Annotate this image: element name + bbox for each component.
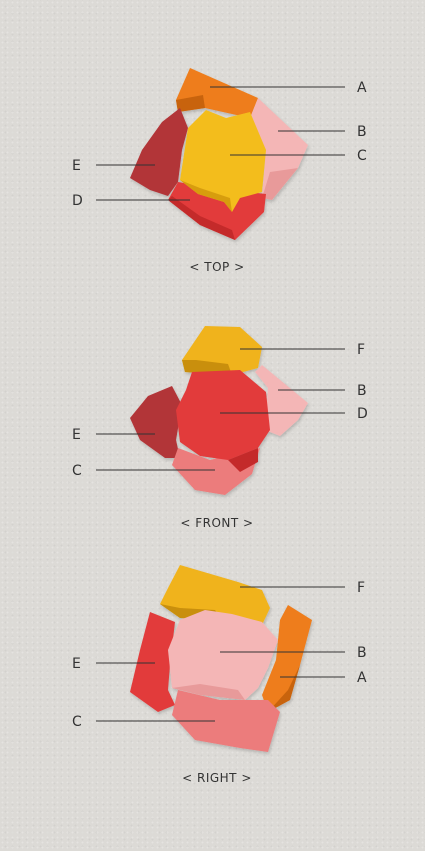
piece-e [130,386,182,458]
piece-d [176,370,270,460]
front-view: F B D E C < FRONT > [72,326,368,530]
label-e: E [72,158,81,174]
label-f: F [357,342,365,358]
top-view-puzzle [130,68,308,240]
label-d: D [357,406,368,422]
label-b: B [357,124,367,140]
top-view: A B C E D < TOP > [72,68,367,274]
piece-a [176,68,258,118]
label-b: B [357,645,367,661]
right-view: F B A E C < RIGHT > [72,565,367,785]
label-c: C [72,714,82,730]
label-d: D [72,193,83,209]
caption-front: < FRONT > [180,516,253,530]
label-c: C [357,148,367,164]
label-a: A [357,80,367,96]
right-view-puzzle [130,565,312,752]
label-c: C [72,463,82,479]
label-a: A [357,670,367,686]
label-b: B [357,383,367,399]
label-f: F [357,580,365,596]
caption-right: < RIGHT > [182,771,252,785]
label-e: E [72,427,81,443]
caption-top: < TOP > [189,260,244,274]
piece-e [130,612,175,712]
label-e: E [72,656,81,672]
